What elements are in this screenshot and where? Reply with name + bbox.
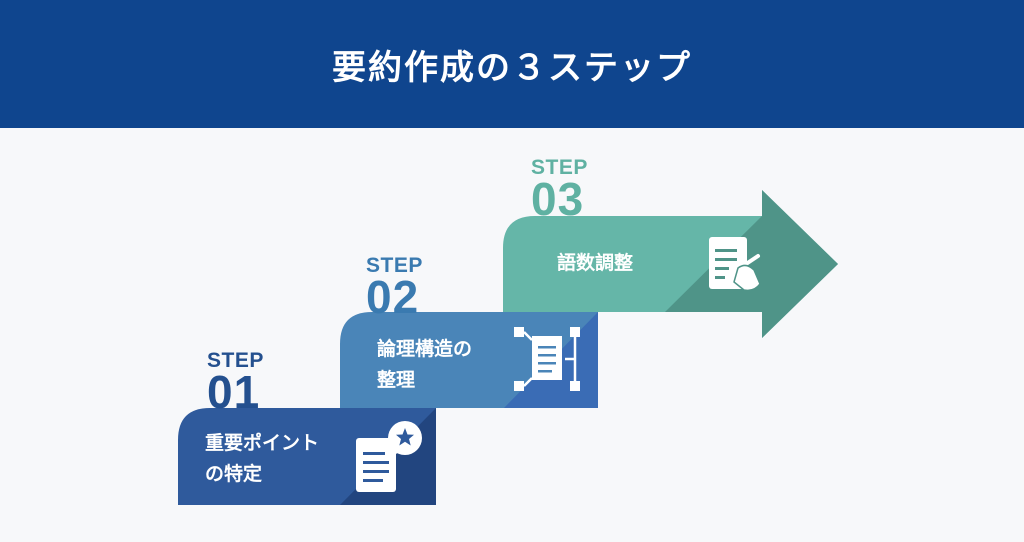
document-structure-icon [514,327,580,391]
document-star-icon [356,421,422,492]
step2-number: 02 [366,271,420,323]
step3-shadow [665,190,838,338]
step3-step-word: STEP [531,156,588,179]
step1-step-word: STEP [207,349,264,372]
header-bar: 要約作成の３ステップ [0,0,1024,128]
document-edit-icon [709,237,761,292]
step3-label: 語数調整 [557,252,634,274]
step1-label: 重要ポイント の特定 [205,432,320,485]
step1-number: 01 [207,366,261,418]
step2-label: 論理構造の 整理 [377,338,473,391]
step3-number: 03 [531,173,585,225]
step2-step-word: STEP [366,254,423,277]
page-title: 要約作成の３ステップ [332,47,692,88]
